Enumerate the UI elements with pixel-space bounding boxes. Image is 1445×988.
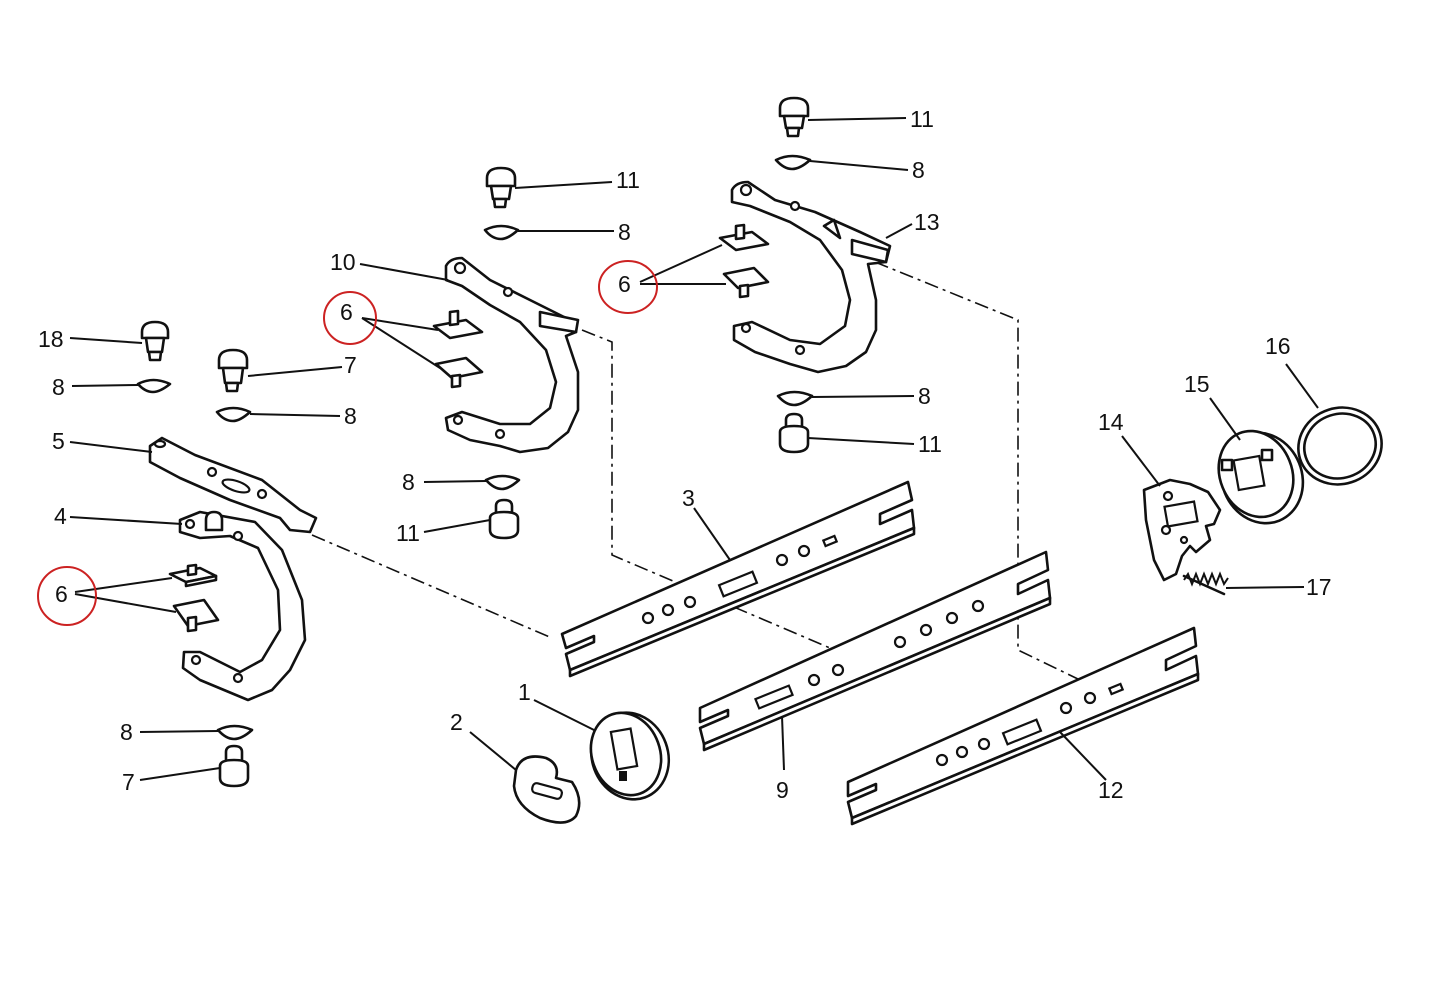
callout-11: 11 [910, 106, 934, 132]
callout-3: 3 [682, 485, 695, 511]
callout-8: 8 [120, 719, 133, 745]
part-15-window-disc [1217, 429, 1305, 525]
callout-labels: 18 8 7 8 5 4 6 8 7 10 6 11 8 8 11 11 8 1… [38, 106, 1332, 803]
callout-8: 8 [912, 157, 925, 183]
part-3-shift-rail [560, 480, 916, 678]
callout-8: 8 [618, 219, 631, 245]
callout-15: 15 [1184, 371, 1210, 397]
part-12-shift-rail [846, 626, 1200, 826]
part-4-shift-fork [178, 510, 307, 702]
part-16-circlip-ring [1297, 406, 1383, 486]
callout-9: 9 [776, 777, 789, 803]
part-11-bolt [485, 166, 517, 209]
part-14-selector-plate [1142, 478, 1222, 582]
callout-2: 2 [450, 709, 463, 735]
part-13-shift-fork [730, 180, 892, 374]
part-11-bolt [778, 412, 810, 454]
part-10-shift-fork [444, 256, 580, 454]
part-8-washer [216, 724, 254, 741]
callout-1: 1 [518, 679, 531, 705]
callout-7: 7 [344, 352, 357, 378]
part-11-bolt [778, 96, 810, 138]
part-8-washer [215, 406, 252, 423]
highlight-circle-left [37, 566, 97, 626]
part-6-pads-right [718, 223, 770, 299]
callout-11: 11 [616, 167, 640, 193]
part-8-washer [774, 154, 812, 171]
alignment-line-fork13-rail12 [874, 261, 1081, 681]
alignment-line-fork4-rail3 [311, 534, 553, 639]
callout-6-left: 6 [55, 581, 68, 607]
callout-11: 11 [918, 431, 942, 457]
leader-lines [69, 117, 1319, 781]
callout-5: 5 [52, 428, 65, 454]
callout-8: 8 [52, 374, 65, 400]
callout-12: 12 [1098, 777, 1124, 803]
callout-13: 13 [914, 209, 940, 235]
part-8-washer [484, 474, 521, 491]
part-18-bolt [140, 320, 170, 362]
callout-8: 8 [344, 403, 357, 429]
callout-10: 10 [330, 249, 356, 275]
callout-7: 7 [122, 769, 135, 795]
part-8-washer [136, 378, 172, 394]
part-17-spring [1182, 571, 1229, 596]
part-11-bolt [488, 498, 520, 540]
callout-6-right: 6 [618, 271, 631, 297]
callout-14: 14 [1098, 409, 1124, 435]
part-1-disc [589, 711, 671, 801]
part-7-bolt-top [217, 348, 249, 393]
callout-8: 8 [918, 383, 931, 409]
callout-17: 17 [1306, 574, 1332, 600]
highlight-circle-middle [323, 291, 377, 345]
part-2-cam [512, 755, 581, 824]
callout-8: 8 [402, 469, 415, 495]
part-6-pads-left [168, 563, 220, 633]
part-5-lever-plate [148, 436, 318, 534]
highlight-circle-right [598, 260, 658, 314]
part-8-washer [776, 390, 814, 407]
callout-16: 16 [1265, 333, 1291, 359]
part-9-shift-rail [698, 550, 1052, 752]
callout-4: 4 [54, 503, 67, 529]
highlight-circles [37, 260, 658, 626]
callout-11: 11 [396, 520, 420, 546]
part-7-bolt-bottom [218, 744, 250, 788]
part-8-washer [483, 224, 520, 241]
callout-6-middle: 6 [340, 299, 353, 325]
part-6-pads-middle [432, 309, 484, 389]
callout-18: 18 [38, 326, 64, 352]
